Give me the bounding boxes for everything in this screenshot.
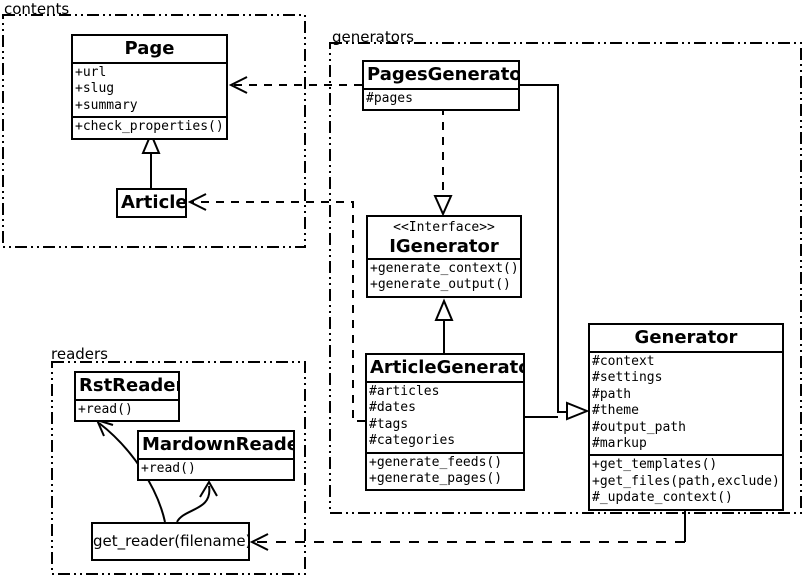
attributes-articlegenerator: #articles #dates #tags #categories [367, 381, 523, 452]
class-box-pagesgenerator: PagesGenerator #pages [362, 60, 520, 112]
attribute: #path [592, 386, 632, 402]
method: +read() [141, 461, 196, 476]
class-box-markdownreader: MardownReader +read() [137, 430, 295, 482]
attribute: #markup [592, 436, 647, 452]
class-stereotype-igenerator: <<Interface>> [393, 220, 495, 235]
method: +generate_pages() [369, 471, 503, 487]
edge-articlegenerator-dep-article [187, 193, 365, 422]
edge-getreader-to-markdownreader [176, 480, 218, 523]
edge-articlegenerator-extends-igenerator [434, 298, 454, 353]
package-border-contents [2, 14, 306, 248]
methods-articlegenerator: +generate_feeds() +generate_pages() [367, 451, 523, 490]
method: +generate_feeds() [369, 454, 503, 470]
package-label-contents: contents [4, 0, 70, 18]
class-box-articlegenerator: ArticleGenerator #articles #dates #tags … [365, 353, 525, 492]
attributes-page: +url +slug +summary [73, 62, 226, 116]
methods-markdownreader: +read() [139, 458, 293, 479]
class-title-page: Page [124, 38, 175, 59]
attributes-pagesgenerator: #pages [364, 88, 518, 109]
method: +generate_context() [370, 261, 519, 276]
attribute: #context [592, 354, 655, 369]
methods-page: +check_properties() [73, 116, 226, 137]
class-title-generator: Generator [634, 327, 738, 348]
attribute: #dates [369, 400, 416, 416]
method: +read() [78, 402, 133, 417]
attribute: +summary [75, 97, 138, 113]
method: +get_templates() [592, 457, 718, 473]
attribute: #tags [369, 416, 409, 432]
attribute: #pages [366, 91, 413, 106]
attribute: +url [75, 65, 107, 80]
edge-pagesgenerator-implements-igenerator [433, 107, 453, 217]
method: +generate_output() [370, 277, 511, 293]
class-box-article: Article [116, 188, 187, 218]
class-box-rstreader: RstReader +read() [74, 371, 180, 423]
attribute: #theme [592, 403, 639, 419]
class-title-articlegenerator: ArticleGenerator [370, 357, 525, 378]
attribute: #articles [369, 384, 440, 399]
class-title-igenerator: IGenerator [389, 236, 499, 257]
class-title-rstreader: RstReader [79, 375, 180, 396]
method: #_update_context() [592, 490, 733, 506]
attribute: +slug [75, 81, 115, 97]
class-box-page: Page +url +slug +summary +check_properti… [71, 34, 228, 140]
package-border-readers [51, 361, 306, 575]
method: +get_files(path,exclude) [592, 473, 780, 489]
class-box-generator: Generator #context #settings #path #them… [588, 323, 784, 511]
methods-rstreader: +read() [76, 399, 178, 420]
package-label-readers: readers [51, 345, 108, 363]
attributes-generator: #context #settings #path #theme #output_… [590, 351, 782, 454]
attribute: #categories [369, 433, 456, 449]
methods-generator: +get_templates() +get_files(path,exclude… [590, 454, 782, 508]
attribute: #output_path [592, 419, 686, 435]
package-label-generators: generators [332, 28, 414, 46]
methods-igenerator: +generate_context() +generate_output() [368, 258, 520, 296]
edge-pagesgenerator-dep-page [228, 76, 362, 94]
function-box-getreader: get_reader(filename) [91, 522, 251, 561]
attribute: #settings [592, 370, 663, 386]
class-title-article: Article [121, 192, 187, 213]
edge-article-extends-page [141, 131, 161, 188]
class-box-igenerator: <<Interface>> IGenerator +generate_conte… [366, 215, 522, 298]
edge-articlegenerator-extends-generator [525, 401, 590, 421]
class-title-pagesgenerator: PagesGenerator [367, 64, 520, 85]
method: +check_properties() [75, 119, 224, 135]
package-border-generators [329, 42, 802, 514]
edge-pagesgenerator-extends-generator [520, 84, 567, 413]
class-title-markdownreader: MardownReader [142, 434, 295, 455]
